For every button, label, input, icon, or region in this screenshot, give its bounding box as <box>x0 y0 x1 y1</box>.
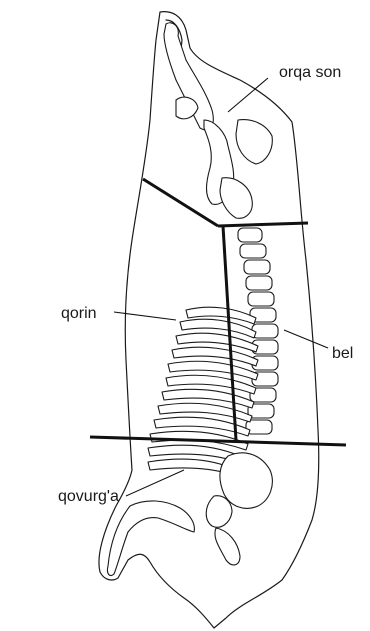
label-loin: bel <box>332 345 353 362</box>
label-flank: qorin <box>61 305 97 322</box>
cut-line-rump <box>218 223 308 226</box>
leader-loin <box>284 330 328 348</box>
label-ribs: qovurg'a <box>58 488 119 505</box>
leader-ribs <box>126 470 184 496</box>
rib-cage <box>148 307 258 474</box>
pelvis-bones <box>164 23 272 219</box>
label-rump: orqa son <box>279 64 341 81</box>
leader-flank <box>114 312 176 320</box>
leader-rump <box>228 78 268 112</box>
